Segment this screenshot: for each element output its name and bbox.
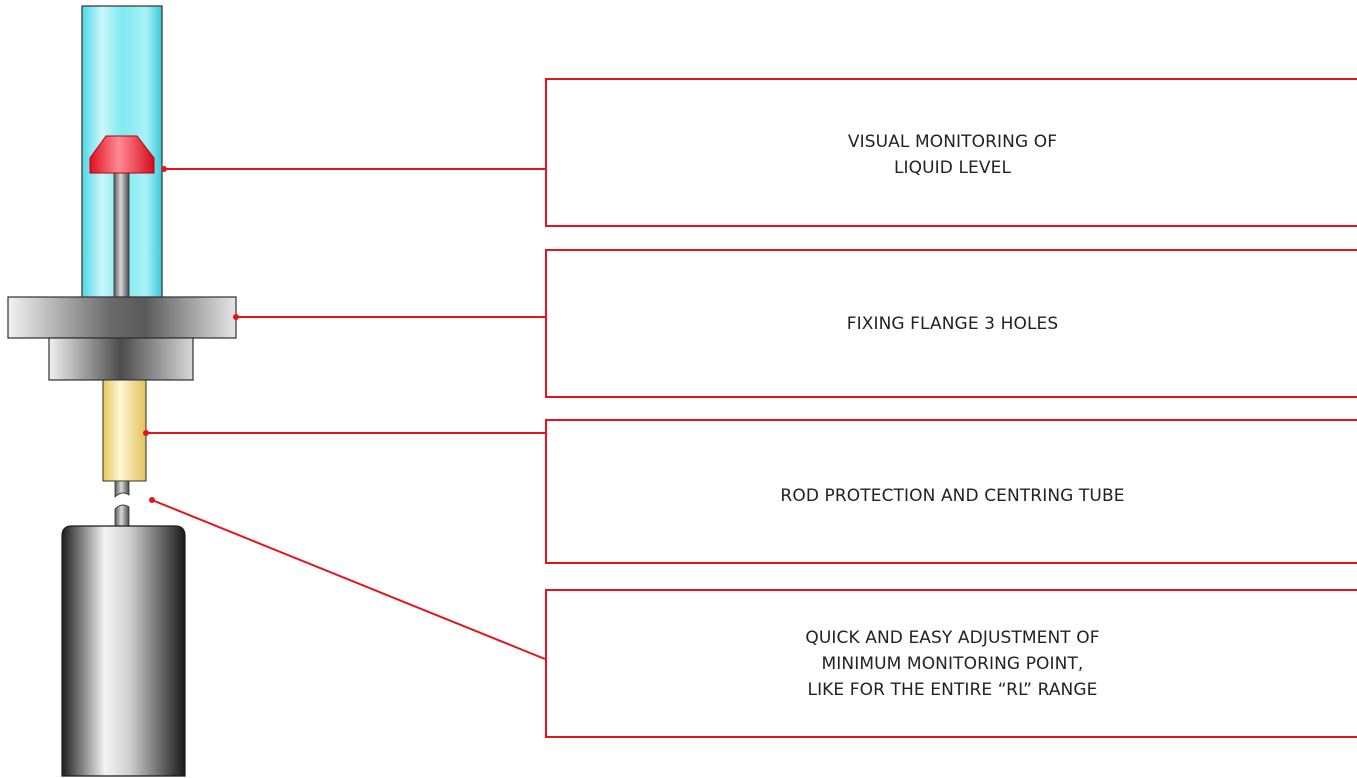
callout-line: VISUAL MONITORING OF <box>847 131 1058 152</box>
leader-line-4 <box>151 499 546 660</box>
rod-lower-break <box>114 504 130 528</box>
callout-rod-protection: ROD PROTECTION AND CENTRING TUBE <box>545 419 1357 564</box>
callout-line: LIKE FOR THE ENTIRE “RL” RANGE <box>807 679 1098 700</box>
rod-upper-break <box>114 480 130 498</box>
leader-dots <box>143 166 239 503</box>
callout-line: FIXING FLANGE 3 HOLES <box>846 313 1059 334</box>
leader-dot-4 <box>149 497 155 503</box>
protection-tube <box>102 379 147 482</box>
probe-body <box>61 525 186 777</box>
callout-line: ROD PROTECTION AND CENTRING TUBE <box>780 485 1125 506</box>
callout-fixing-flange-text: FIXING FLANGE 3 HOLES <box>847 311 1059 337</box>
callout-line: MINIMUM MONITORING POINT, <box>821 653 1084 674</box>
callout-rod-protection-text: ROD PROTECTION AND CENTRING TUBE <box>780 483 1124 509</box>
red-float-indicator <box>89 135 155 174</box>
callout-line: QUICK AND EASY ADJUSTMENT OF <box>805 627 1100 648</box>
leader-dot-3 <box>143 430 149 436</box>
callout-line: LIQUID LEVEL <box>893 157 1012 178</box>
leader-dot-1 <box>161 166 167 172</box>
fixing-flange <box>7 296 237 339</box>
flange-hub <box>48 337 194 381</box>
callout-fixing-flange: FIXING FLANGE 3 HOLES <box>545 249 1357 398</box>
callout-visual-monitoring: VISUAL MONITORING OF LIQUID LEVEL <box>545 78 1357 227</box>
callout-visual-monitoring-text: VISUAL MONITORING OF LIQUID LEVEL <box>848 129 1057 181</box>
leader-dot-2 <box>233 314 239 320</box>
callout-adjustment-text: QUICK AND EASY ADJUSTMENT OF MINIMUM MON… <box>805 625 1099 703</box>
callout-adjustment: QUICK AND EASY ADJUSTMENT OF MINIMUM MON… <box>545 589 1357 738</box>
indicator-rod <box>113 171 130 299</box>
leader-lines <box>146 168 546 660</box>
